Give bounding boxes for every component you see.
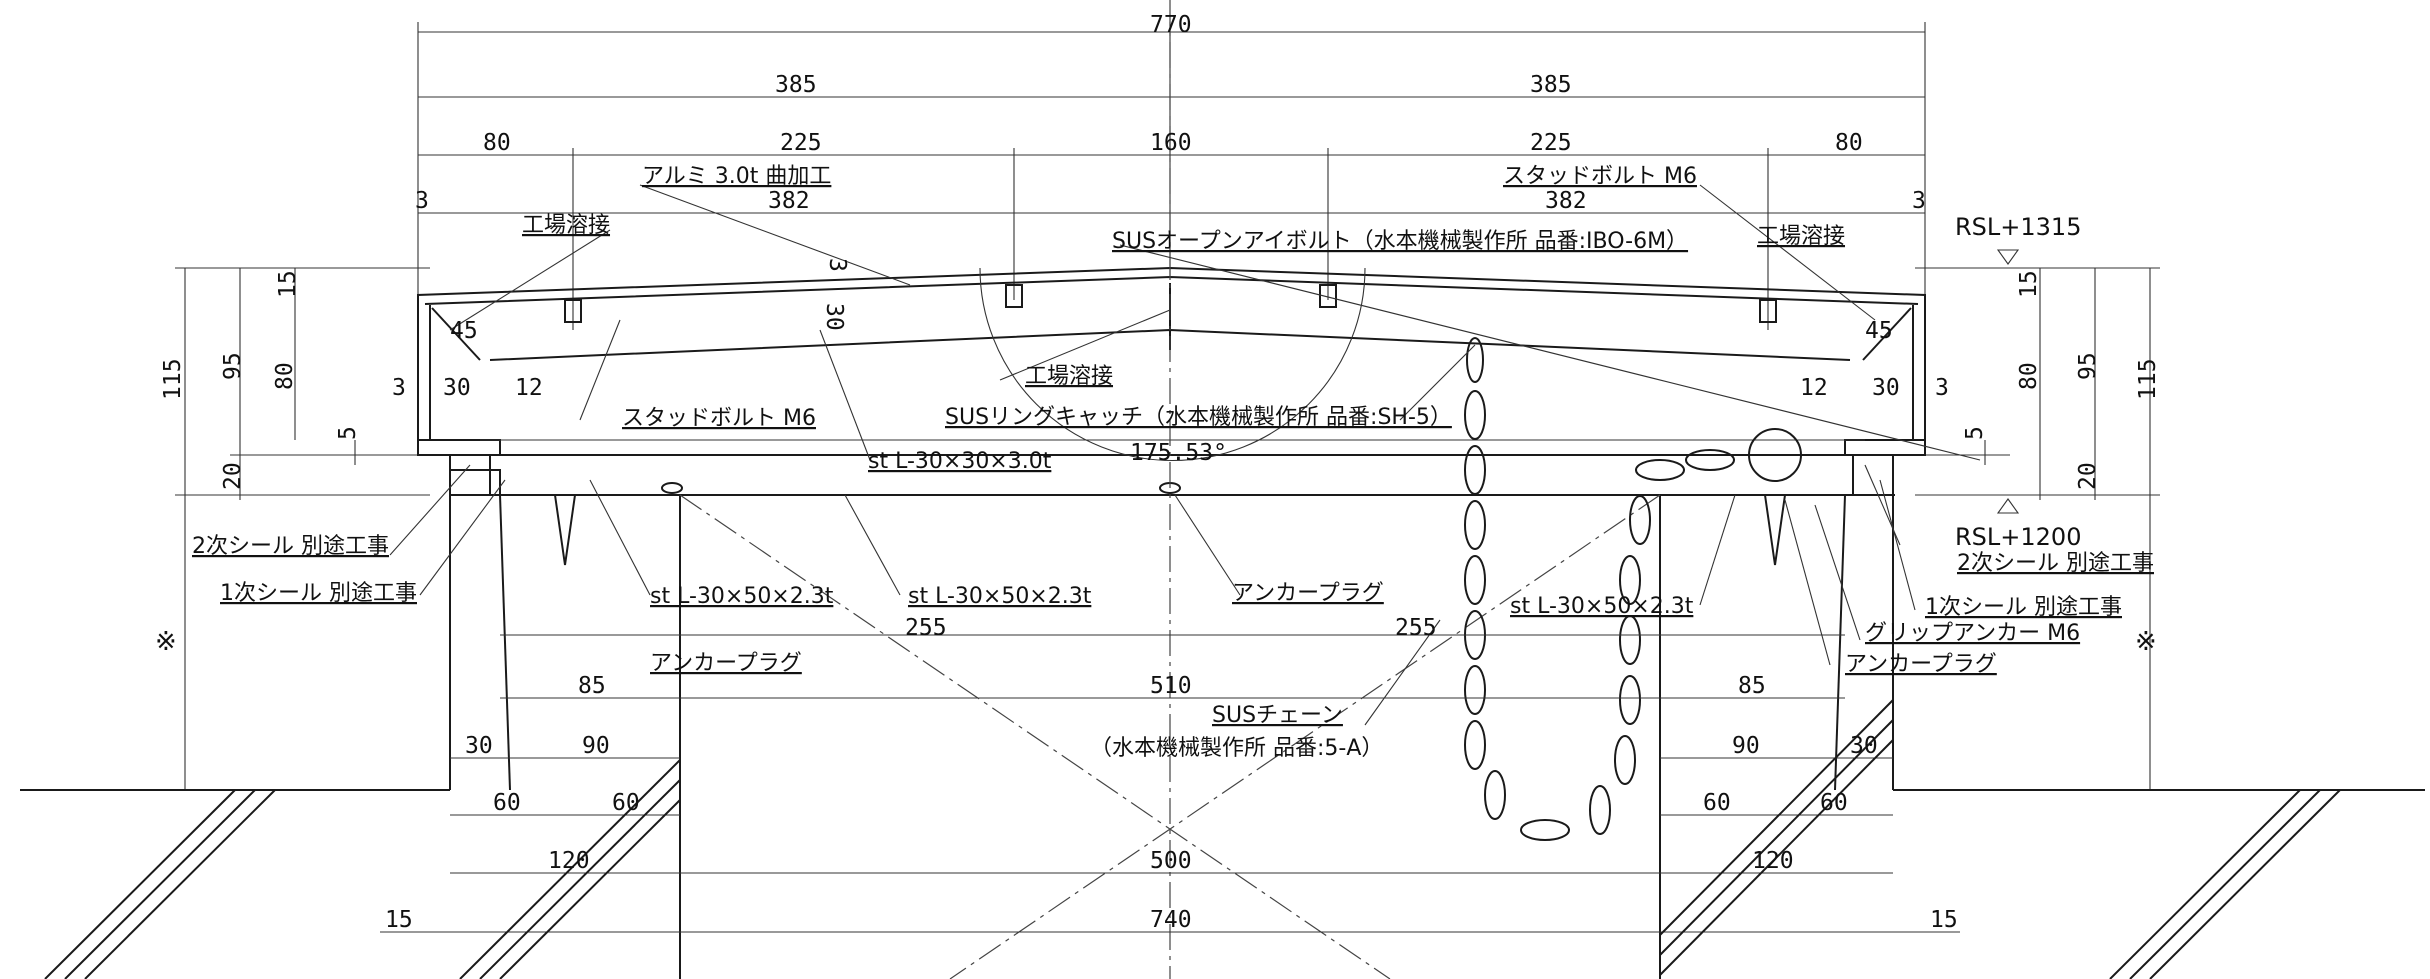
dim-115-left: 115 — [160, 358, 186, 400]
dim-5-left: 5 — [335, 426, 361, 440]
dim-30-bot-left: 30 — [465, 733, 493, 759]
dim-255-right: 255 — [1395, 615, 1437, 641]
label-seal2-left: 2次シール 別途工事 — [192, 534, 389, 559]
label-angle-center: st L-30×50×2.3t — [908, 584, 1092, 609]
note-mark-left: ※ — [155, 627, 177, 657]
label-angle-left: st L-30×50×2.3t — [650, 584, 834, 609]
label-plug-center: アンカープラグ — [1232, 581, 1384, 606]
dim-382-right: 382 — [1545, 188, 1587, 214]
label-plug-left: アンカープラグ — [650, 651, 802, 676]
label-weld-center: 工場溶接 — [1025, 364, 1113, 389]
bottom-dimension-lines — [380, 634, 1960, 933]
dim-385-right: 385 — [1530, 72, 1572, 98]
dim-160: 160 — [1150, 130, 1192, 156]
dim-85-right: 85 — [1738, 673, 1766, 699]
dim-120-right: 120 — [1752, 848, 1794, 874]
dim-80-right: 80 — [1835, 130, 1863, 156]
label-plug-right: アンカープラグ — [1845, 652, 1997, 677]
center-lines — [679, 0, 1661, 979]
label-ring-catch: SUSリングキャッチ（水本機械製作所 品番:SH-5） — [945, 405, 1452, 430]
dim-3-rib: 3 — [824, 258, 850, 272]
dim-255-left: 255 — [905, 615, 947, 641]
dim-95-left: 95 — [220, 352, 246, 380]
dim-85-left: 85 — [578, 673, 606, 699]
dim-115-right: 115 — [2135, 358, 2161, 400]
side-dimension-lines — [175, 267, 2160, 790]
ground-hatch — [44, 699, 2341, 979]
dim-60-d: 60 — [1820, 790, 1848, 816]
label-eyebolt: SUSオープンアイボルト（水本機械製作所 品番:IBO-6M） — [1112, 229, 1688, 254]
dim-3-mid-right: 3 — [1935, 375, 1949, 401]
label-stud-right: スタッドボルト M6 — [1503, 164, 1697, 189]
dim-30-rib: 30 — [821, 303, 847, 331]
note-mark-right: ※ — [2135, 627, 2157, 657]
dim-90-left: 90 — [582, 733, 610, 759]
dim-20-left: 20 — [220, 462, 246, 490]
label-rsl-1200: RSL+1200 — [1955, 523, 2081, 551]
label-seal1-left: 1次シール 別途工事 — [220, 581, 417, 606]
chain — [1464, 337, 1802, 841]
dim-angle: 175.53° — [1130, 440, 1227, 466]
dim-80-left: 80 — [483, 130, 511, 156]
dim-95-right: 95 — [2075, 352, 2101, 380]
label-angle-30x30: st L-30×30×3.0t — [868, 449, 1052, 474]
dim-15-right: 15 — [2016, 270, 2042, 298]
label-aluminum: アルミ 3.0t 曲加工 — [642, 164, 831, 189]
dim-120-left: 120 — [548, 848, 590, 874]
label-chain-maker: （水本機械製作所 品番:5-A） — [1090, 736, 1383, 761]
dim-90-right: 90 — [1732, 733, 1760, 759]
dim-60-a: 60 — [493, 790, 521, 816]
dim-225-right: 225 — [1530, 130, 1572, 156]
dim-60-c: 60 — [1703, 790, 1731, 816]
dim-30-mid-left: 30 — [443, 375, 471, 401]
dim-15-left: 15 — [275, 270, 301, 298]
dim-3-top-left: 3 — [415, 188, 429, 214]
dim-80-left-v: 80 — [272, 362, 298, 390]
dim-385-left: 385 — [775, 72, 817, 98]
dim-80-right-v: 80 — [2016, 362, 2042, 390]
dim-20-right: 20 — [2075, 462, 2101, 490]
dim-500: 500 — [1150, 848, 1192, 874]
label-stud-left: スタッドボルト M6 — [622, 406, 816, 431]
dim-382-left: 382 — [768, 188, 810, 214]
dim-5-right: 5 — [1962, 426, 1988, 440]
label-weld-left: 工場溶接 — [522, 213, 610, 238]
rsl-markers — [1950, 249, 2060, 514]
dim-740: 740 — [1150, 907, 1192, 933]
dim-30-mid-right: 30 — [1872, 375, 1900, 401]
dim-3-mid-left: 3 — [392, 375, 406, 401]
dim-770: 770 — [1150, 12, 1192, 38]
dim-30-bot-right: 30 — [1850, 733, 1878, 759]
frame — [20, 454, 2425, 979]
dim-60-b: 60 — [612, 790, 640, 816]
dim-3-top-right: 3 — [1912, 188, 1926, 214]
dim-45-left: 45 — [450, 318, 478, 344]
label-grip-anchor: グリップアンカー M6 — [1865, 621, 2080, 646]
dim-15-bot-right: 15 — [1930, 907, 1958, 933]
weld-marks — [431, 283, 1912, 361]
dim-12-mid-left: 12 — [515, 375, 543, 401]
label-seal2-right: 2次シール 別途工事 — [1957, 551, 2154, 576]
top-dimension-lines — [417, 22, 1926, 330]
dim-225-left: 225 — [780, 130, 822, 156]
dim-510: 510 — [1150, 673, 1192, 699]
label-angle-right: st L-30×50×2.3t — [1510, 594, 1694, 619]
dim-15-bot-left: 15 — [385, 907, 413, 933]
label-chain: SUSチェーン — [1212, 703, 1343, 728]
stud-bolts — [564, 284, 1777, 323]
label-seal1-right: 1次シール 別途工事 — [1925, 595, 2122, 620]
label-weld-right: 工場溶接 — [1757, 224, 1845, 249]
dim-45-right: 45 — [1865, 318, 1893, 344]
label-rsl-1315: RSL+1315 — [1955, 213, 2081, 241]
dim-12-mid-right: 12 — [1800, 375, 1828, 401]
leader-lines — [389, 184, 1981, 726]
